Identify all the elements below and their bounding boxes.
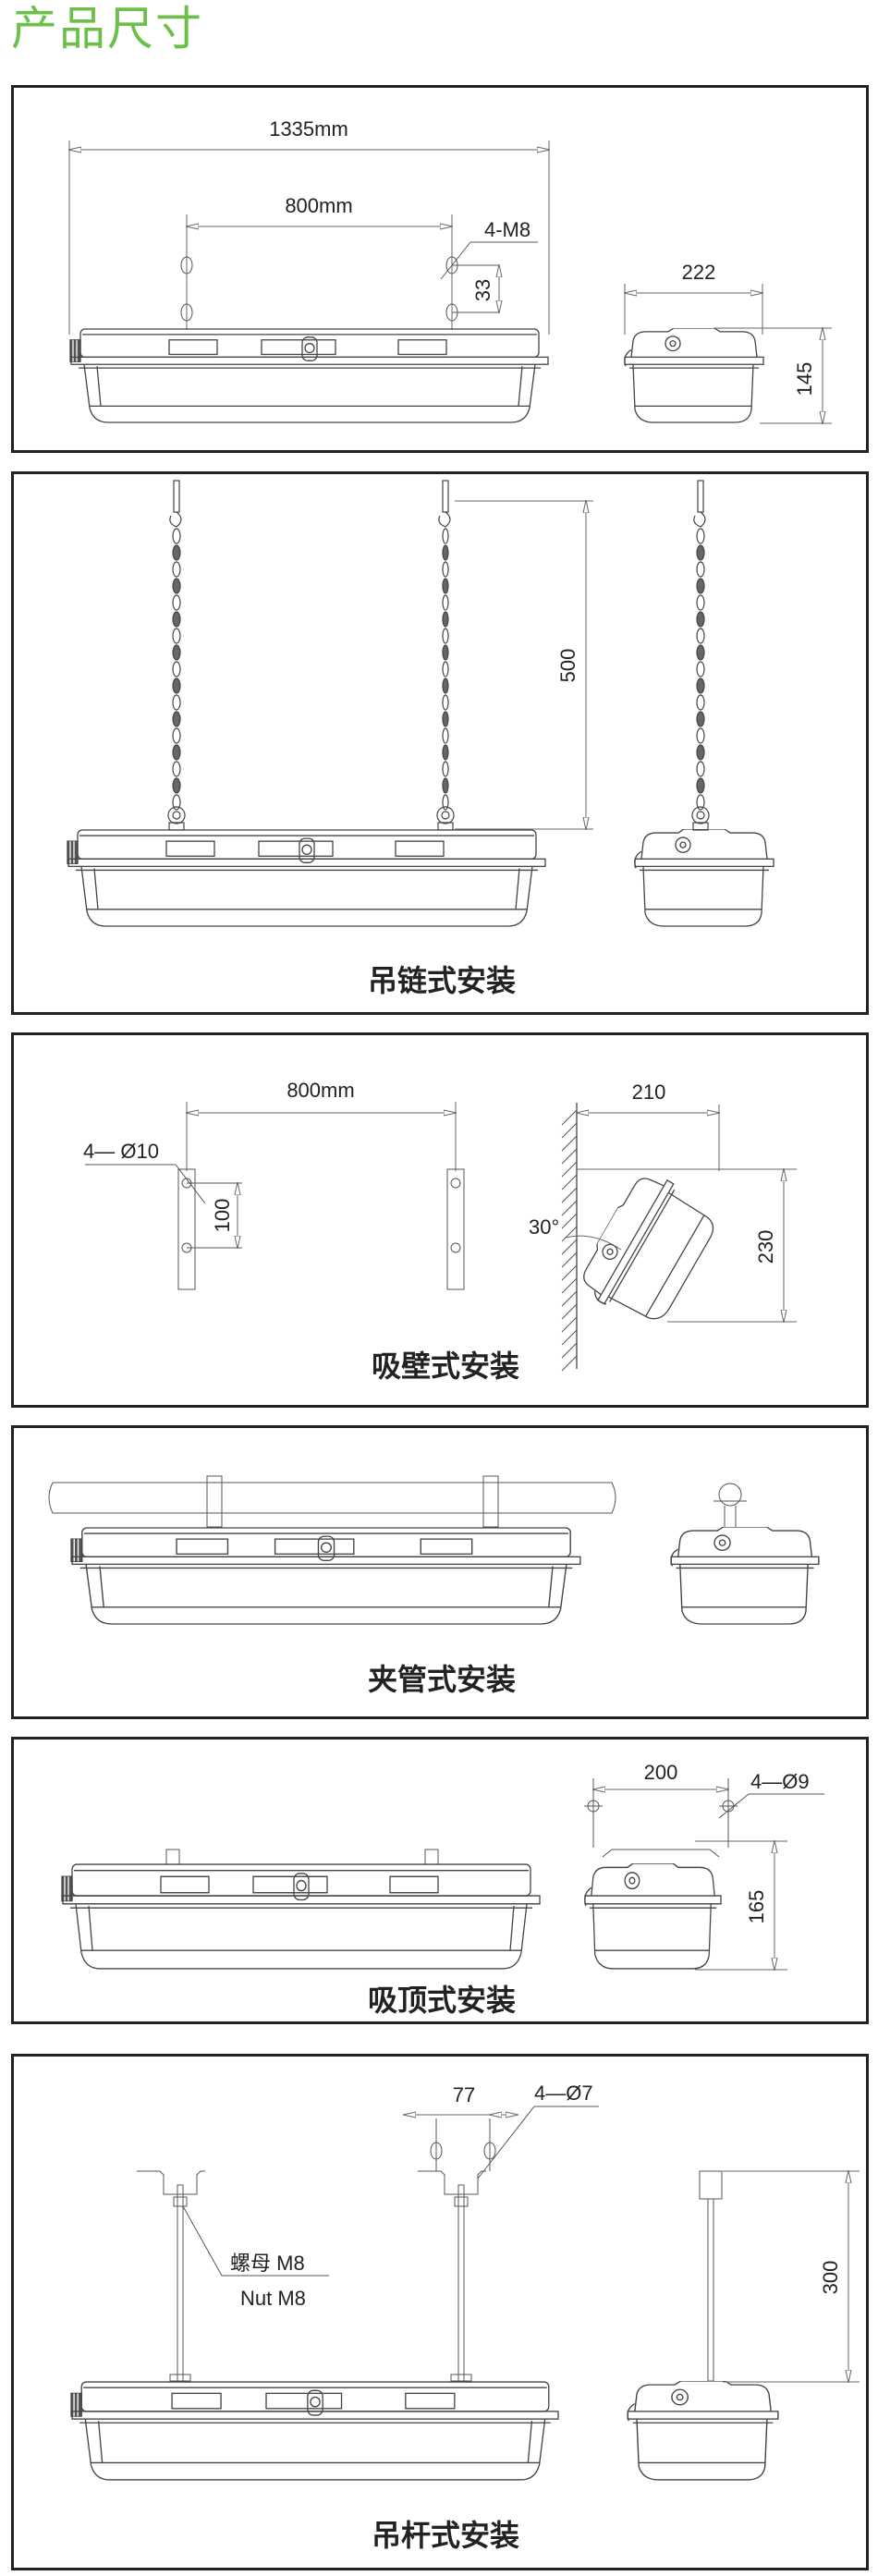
- caption: 吸顶式安装: [368, 1983, 516, 2018]
- chain-length-label: 500: [556, 649, 579, 683]
- panel-ceiling-mount: 200 4—Ø9 165 吸顶式安装: [11, 1737, 869, 2024]
- pipe-clamp-drawing: 夹管式安装: [48, 1475, 820, 1697]
- height-label: 230: [754, 1230, 777, 1264]
- chain-2: [436, 480, 455, 831]
- height-label: 165: [745, 1890, 768, 1924]
- luminaire-front-view: [67, 829, 546, 927]
- rod-length-label: 300: [819, 2261, 842, 2295]
- luminaire-front-view: [70, 2381, 559, 2481]
- luminaire-side-view: [634, 829, 774, 927]
- hole-spacing-label: 77: [453, 2083, 475, 2106]
- panel-chain-mount: 500 吊链式安装: [11, 471, 869, 1015]
- mount-holes: [180, 241, 538, 322]
- ceiling-brackets: [165, 1778, 824, 1865]
- luminaire-tilted-view: [571, 1165, 726, 1335]
- hole-label: 4—Ø9: [750, 1770, 810, 1793]
- page-title: 产品尺寸: [11, 2, 203, 55]
- chain-mount-drawing: 500 吊链式安装: [67, 480, 774, 998]
- hole-gap-label: 100: [211, 1199, 234, 1233]
- mount-spacing-label: 200: [644, 1761, 678, 1784]
- luminaire-side-view: [627, 2381, 779, 2481]
- luminaire-side-view: [584, 1863, 722, 1970]
- luminaire-front-view: [61, 1863, 541, 1970]
- wall-hatching: [561, 1103, 578, 1372]
- ceiling-mount-drawing: 200 4—Ø9 165 吸顶式安装: [61, 1761, 824, 2018]
- nut-label-cn: 螺母 M8: [230, 2252, 305, 2275]
- caption: 吊链式安装: [368, 963, 516, 998]
- dimension-drawing: 1335mm 800mm 33 4-M8 222 145: [11, 117, 832, 458]
- pipe: [48, 1475, 747, 1528]
- overall-length-label: 1335mm: [269, 117, 348, 140]
- panel-dimensions: 1335mm 800mm 33 4-M8 222 145: [11, 85, 869, 453]
- hole-label: 4—Ø7: [534, 2082, 593, 2105]
- caption: 吊杆式安装: [372, 2518, 519, 2553]
- angle-label: 30°: [529, 1215, 559, 1239]
- panel-wall-mount: 800mm 4— Ø10 100 210 230 30° 吸壁式安装: [11, 1032, 869, 1408]
- chains: [167, 480, 710, 831]
- chain-3: [691, 480, 710, 831]
- chain-1: [167, 480, 186, 831]
- panel-rod-mount: 77 4—Ø7 螺母 M8 Nut M8 300 吊杆式安装: [11, 2054, 869, 2570]
- width-label: 222: [682, 261, 716, 284]
- caption: 夹管式安装: [368, 1662, 516, 1697]
- thread-label: 4-M8: [484, 218, 530, 241]
- wall-mount-drawing: 800mm 4— Ø10 100 210 230 30° 吸壁式安装: [83, 1079, 797, 1384]
- luminaire-side-view: [670, 1527, 820, 1625]
- caption: 吸壁式安装: [372, 1349, 519, 1384]
- nut-label-en: Nut M8: [240, 2287, 306, 2310]
- wall-brackets: [85, 1164, 465, 1290]
- depth-label: 210: [632, 1080, 666, 1104]
- rods: [137, 2106, 723, 2382]
- luminaire-front-view: [70, 1527, 581, 1625]
- hole-label: 4— Ø10: [83, 1140, 159, 1163]
- rod-mount-drawing: 77 4—Ø7 螺母 M8 Nut M8 300 吊杆式安装: [70, 2082, 860, 2553]
- height-label: 145: [793, 362, 816, 397]
- panel-pipe-clamp-mount: 夹管式安装: [11, 1425, 869, 1719]
- luminaire-front-view: [69, 328, 549, 423]
- mount-spacing-label: 800mm: [287, 1079, 354, 1102]
- hole-gap-label: 33: [471, 279, 494, 301]
- luminaire-side-view: [624, 328, 764, 423]
- mount-spacing-label: 800mm: [285, 194, 352, 217]
